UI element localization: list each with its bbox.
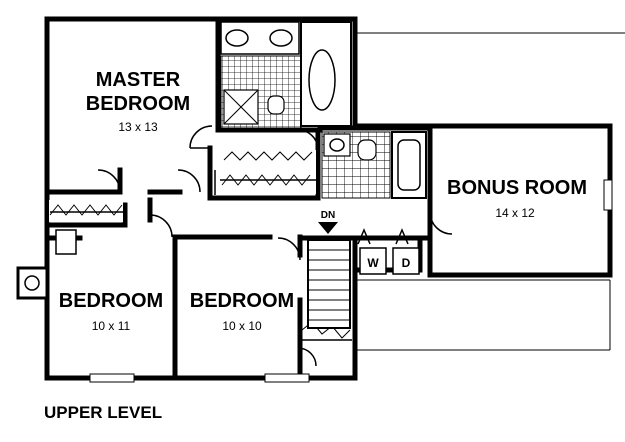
level-label: UPPER LEVEL bbox=[44, 403, 162, 422]
washer-label: W bbox=[367, 256, 379, 270]
chimney bbox=[16, 266, 49, 300]
room-bedroom-center: BEDROOM 10 x 10 bbox=[190, 290, 294, 333]
room-size: 10 x 11 bbox=[92, 319, 131, 333]
closets bbox=[49, 150, 352, 341]
room-name: MASTER bbox=[96, 69, 181, 91]
hall-bath bbox=[321, 131, 427, 199]
interior-walls bbox=[44, 16, 433, 381]
master-bath bbox=[220, 21, 352, 129]
room-size: 14 x 12 bbox=[495, 206, 535, 220]
room-master-bedroom: MASTER BEDROOM 13 x 13 bbox=[86, 69, 190, 134]
dryer-label: D bbox=[402, 256, 411, 270]
stairs: DN bbox=[307, 210, 351, 329]
room-name: BEDROOM bbox=[190, 290, 294, 312]
stair-label: DN bbox=[321, 210, 335, 221]
room-name: BEDROOM bbox=[59, 290, 163, 312]
windows bbox=[89, 179, 613, 383]
room-bedroom-left: BEDROOM 10 x 11 bbox=[59, 290, 163, 333]
room-bonus-room: BONUS ROOM 14 x 12 bbox=[447, 177, 587, 220]
room-name-line2: BEDROOM bbox=[86, 93, 190, 115]
room-size: 13 x 13 bbox=[118, 120, 158, 134]
room-name: BONUS ROOM bbox=[447, 177, 587, 199]
laundry: W D bbox=[357, 228, 420, 275]
door-swings bbox=[97, 125, 453, 367]
room-size: 10 x 10 bbox=[222, 319, 262, 333]
stair-down-arrow-icon bbox=[318, 222, 338, 234]
